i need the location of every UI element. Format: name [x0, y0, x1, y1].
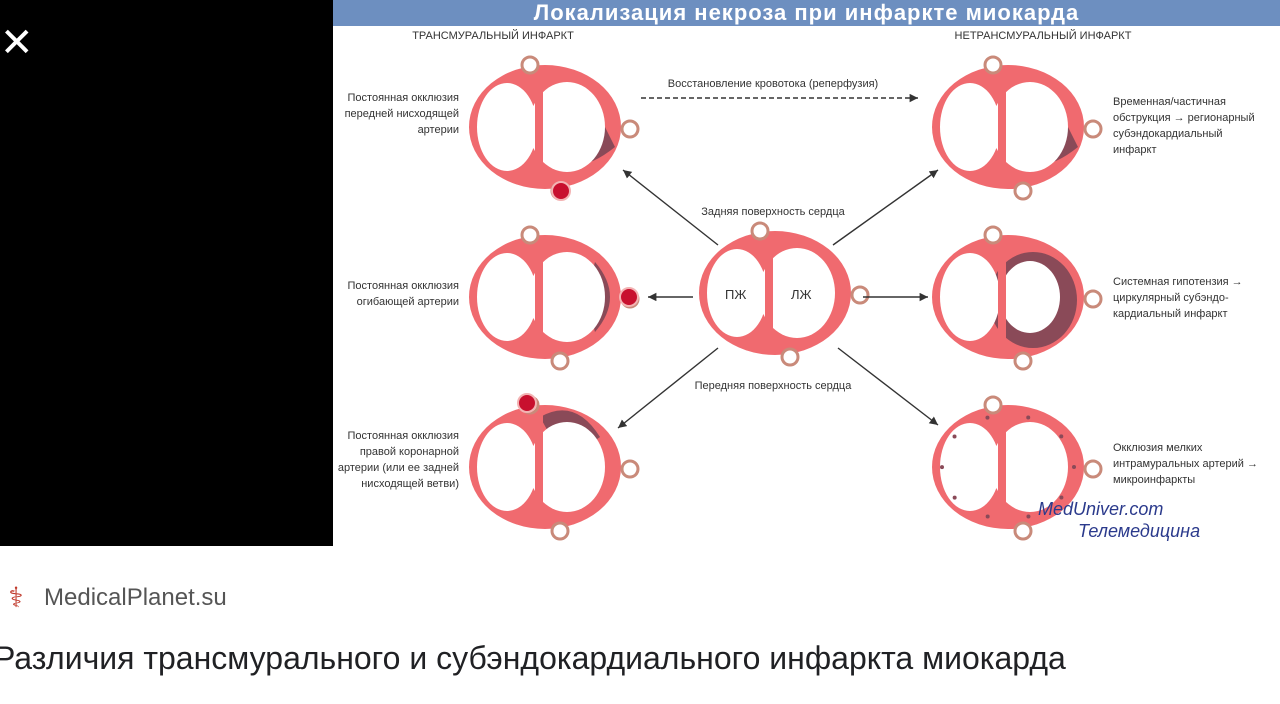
rv-label: ПЖ: [725, 287, 747, 302]
heart-circular: [932, 225, 1103, 371]
diagram-hearts: [469, 55, 1103, 541]
arrow: [622, 169, 719, 246]
heart-micro: [932, 395, 1103, 541]
preview-image[interactable]: Локализация некроза при инфаркте миокард…: [333, 0, 1280, 546]
occluded-artery-icon: [551, 181, 571, 201]
heart-regional: [932, 55, 1103, 201]
site-favicon-icon: ⚕: [8, 582, 24, 613]
watermark-line-1: MedUniver.com: [1038, 499, 1164, 519]
image-viewer: ✕ Локализация некроза при инфаркте миока…: [0, 0, 1280, 546]
left-label-3: Постоянная окклюзия правой коронарной ар…: [337, 430, 459, 490]
occluded-artery-icon: [517, 393, 537, 413]
arrow: [832, 169, 939, 246]
right-label-1: Временная/частичная обструкция → региона…: [1113, 96, 1255, 156]
lv-label: ЛЖ: [791, 287, 812, 302]
left-header: ТРАНСМУРАЛЬНЫЙ ИНФАРКТ: [412, 30, 574, 42]
heart-lad: [469, 55, 640, 201]
image-title[interactable]: Различия трансмурального и субэндокардиа…: [0, 640, 1066, 676]
left-label-1: Постоянная окклюзия передней нисходящей …: [344, 92, 459, 136]
posterior-label: Задняя поверхность сердца: [701, 206, 845, 218]
reperfusion-label: Восстановление кровотока (реперфузия): [667, 78, 879, 90]
close-icon[interactable]: ✕: [0, 21, 34, 65]
arrow: [837, 347, 939, 426]
anterior-label: Передняя поверхность сердца: [694, 380, 852, 392]
heart-circumflex: [469, 225, 640, 371]
left-label-2: Постоянная окклюзия огибающей артерии: [347, 280, 459, 308]
source-row[interactable]: ⚕ MedicalPlanet.su: [0, 578, 227, 618]
arrow: [617, 347, 719, 429]
heart-rca: [469, 395, 640, 541]
occluded-artery-icon: [619, 287, 639, 307]
right-label-2: Системная гипотензия → циркулярный субэн…: [1113, 276, 1243, 320]
site-name[interactable]: MedicalPlanet.su: [44, 584, 227, 611]
heart-center: [699, 221, 870, 367]
right-label-3: Окклюзия мелких интрамуральных артерий →…: [1113, 442, 1258, 486]
diagram-title: Локализация некроза при инфаркте миокард…: [333, 0, 1280, 26]
right-header: НЕТРАНСМУРАЛЬНЫЙ ИНФАРКТ: [954, 30, 1132, 42]
watermark-line-2: Телемедицина: [1078, 521, 1201, 541]
